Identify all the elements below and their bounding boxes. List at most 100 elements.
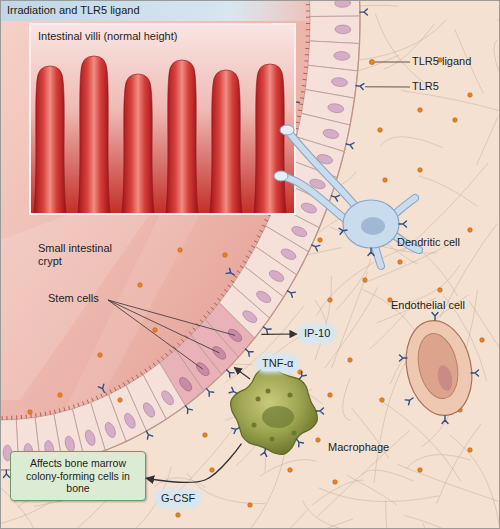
tlr5-ligand-dot (288, 468, 293, 473)
intestinal-villus (34, 66, 66, 214)
tlr5-ligand-dot (210, 468, 215, 473)
cell-nucleus (279, 247, 297, 262)
cell-nucleus (335, 0, 351, 8)
tlr5-ligand-dot (328, 298, 333, 303)
microvillus (165, 353, 168, 356)
microvillus (262, 225, 266, 227)
tlr5-receptor (144, 430, 153, 439)
microvillus (26, 415, 28, 419)
tlr5-ligand-dot (378, 128, 383, 133)
tlr5-ligand-dot (369, 59, 374, 64)
microvillus (128, 380, 130, 383)
tlr5-ligand-dot (316, 438, 321, 443)
microvillus (196, 324, 199, 327)
microvillus (11, 416, 12, 420)
tlr5-ligand-dot (438, 288, 443, 293)
microvillus (305, 48, 309, 49)
microvillus (83, 401, 84, 405)
tlr5-ligand-dot (418, 468, 423, 473)
microvillus (2, 416, 3, 420)
microvillus (303, 73, 307, 74)
microvillus (69, 406, 70, 410)
microvillus (251, 246, 255, 248)
fiber-line (369, 313, 406, 349)
microvillus (306, 29, 310, 30)
cell-nucleus (226, 327, 244, 344)
granule (288, 393, 293, 398)
granule (270, 437, 275, 442)
leader-line (365, 86, 410, 87)
granule (292, 431, 297, 436)
cell-nucleus (211, 344, 229, 361)
tlr5-receptor (360, 9, 368, 15)
ligand-label: TLR5 ligand (412, 55, 471, 68)
microvillus (221, 294, 224, 296)
cell-nucleus (262, 406, 294, 428)
tlr5-receptor (229, 387, 238, 396)
cell-nucleus (331, 77, 348, 87)
intestinal-villus (122, 74, 154, 214)
fiber-line (397, 464, 500, 503)
tlr5-receptor (286, 288, 296, 297)
granule (266, 389, 271, 394)
tlr5-ligand-dot (223, 253, 228, 258)
tlr5-ligand-dot (468, 93, 473, 98)
fiber-line (317, 430, 410, 517)
tlr5-receptor (3, 470, 9, 478)
tlr5-ligand-dot (468, 448, 473, 453)
microvillus (306, 10, 310, 11)
microvillus (204, 316, 207, 319)
tlr5-ligand-dot (398, 260, 403, 265)
tlr5-ligand-dot (118, 398, 123, 403)
microvillus (301, 91, 305, 93)
cell-nucleus (290, 224, 308, 238)
fiber-line (386, 500, 389, 529)
fiber-line (336, 259, 370, 310)
figure-title: Irradiation and TLR5 ligand (7, 4, 140, 16)
basement-membrane (0, 0, 360, 470)
microvillus (299, 103, 303, 105)
fiber-line (497, 20, 500, 42)
tlr5-receptor (432, 313, 438, 321)
region-label: Small intestinal crypt (38, 242, 130, 267)
microvillus (218, 298, 221, 301)
tlr5-receptor (226, 268, 236, 277)
tlr5-receptor (339, 227, 347, 234)
crypt-epithelium (0, 0, 360, 470)
secretion-arrow (234, 367, 250, 379)
inset-background (30, 24, 295, 214)
microvillus (304, 60, 308, 61)
microvillus (101, 394, 103, 398)
microvillus (298, 110, 302, 112)
tlr5-ligand-dot (328, 393, 333, 398)
microvillus (264, 220, 268, 222)
fiber-line (374, 361, 406, 482)
tlr5-ligand-dot (418, 168, 423, 173)
microvillus (304, 67, 308, 68)
microvillus (257, 236, 261, 238)
fiber-line (178, 428, 235, 493)
leader-line (108, 300, 219, 353)
microvillus (49, 411, 51, 415)
microvillus (96, 396, 98, 400)
node-shape (228, 365, 320, 457)
cytokine-label: TNF-α (258, 356, 297, 371)
tlr5-ligand-dot (418, 108, 423, 113)
fiber-line (419, 176, 478, 207)
node-label: Endothelial cell (391, 299, 465, 312)
cell-nucleus (103, 421, 117, 439)
microvillus (123, 383, 125, 387)
microvillus (59, 409, 60, 413)
tlr5-receptor (224, 368, 234, 378)
microvillus (185, 335, 188, 338)
microvillus (259, 230, 263, 232)
cell-nucleus (122, 412, 137, 430)
microvillus (254, 241, 258, 243)
fiber-line (260, 460, 316, 476)
microvillus (21, 415, 22, 419)
granule (252, 423, 257, 428)
microvillus (132, 377, 134, 380)
microvillus (54, 410, 56, 414)
tlr5-ligand-dot (348, 358, 353, 363)
